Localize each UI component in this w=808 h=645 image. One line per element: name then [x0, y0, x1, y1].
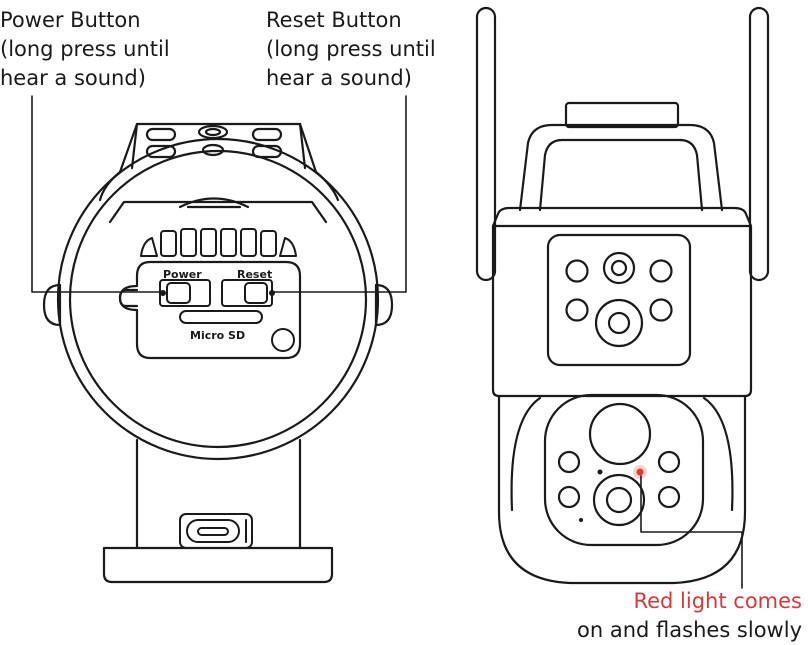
bracket-screw	[197, 124, 229, 140]
power-leader-line	[31, 95, 164, 293]
upper-light-sensor	[602, 251, 636, 285]
red-light-callout: Red light comes on and flashes slowly	[577, 587, 802, 645]
lower-lens-module	[543, 393, 705, 547]
power-callout-line: hear a sound)	[0, 66, 146, 90]
antenna-left	[475, 6, 497, 282]
light-callout-line: Red light comes	[633, 589, 802, 613]
side-knob-left	[42, 283, 62, 327]
reset-callout-line: hear a sound)	[266, 66, 412, 90]
lower-dome-housing	[497, 394, 747, 585]
top-bracket	[118, 122, 318, 174]
vent-housing	[108, 200, 328, 224]
micro-sd-slot	[179, 310, 263, 324]
lower-dome-shade	[510, 396, 734, 512]
side-knob-right	[374, 283, 394, 327]
lower-main-lens-inner	[605, 486, 633, 514]
usb-port-housing	[179, 513, 253, 549]
power-button-dot	[160, 290, 166, 296]
lower-ir-led	[557, 485, 581, 509]
top-handle-cap	[564, 101, 680, 129]
stand-post	[135, 438, 302, 550]
light-callout-line: on and flashes slowly	[577, 618, 802, 642]
reset-button-callout: Reset Button (long press until hear a so…	[266, 6, 436, 93]
pinhole	[579, 518, 583, 522]
upper-main-lens-inner	[607, 311, 631, 335]
reset-panel-label: Reset	[237, 268, 272, 281]
camera-back-view: Power Reset Micro SD	[31, 95, 407, 584]
panel-side-notch	[118, 288, 139, 308]
upper-ir-led	[649, 259, 673, 283]
vent-cap	[178, 197, 250, 209]
lower-upper-lens	[588, 402, 652, 466]
bracket-slot	[145, 144, 177, 159]
lower-ir-led	[657, 485, 681, 509]
power-button-group: Power	[159, 268, 211, 307]
micro-sd-label: Micro SD	[190, 329, 245, 342]
camera-front-view	[475, 6, 770, 589]
power-button-callout: Power Button (long press until hear a so…	[0, 6, 170, 93]
reset-leader-line	[271, 95, 407, 293]
upper-light-sensor-inner	[610, 259, 628, 277]
upper-lens-module	[546, 233, 692, 367]
camera-body-inner	[68, 149, 368, 449]
upper-ir-led	[565, 259, 589, 283]
reset-button-group: Reset	[221, 268, 275, 307]
vent-slots	[140, 228, 297, 257]
panel-screw	[271, 328, 295, 352]
top-bracket-inner-left	[130, 122, 139, 170]
upper-housing	[491, 206, 753, 398]
status-light	[636, 468, 644, 476]
lower-ir-led	[557, 450, 581, 474]
bracket-slot	[145, 127, 177, 142]
power-callout-line: Power Button	[0, 8, 141, 32]
upper-ir-led	[565, 298, 589, 322]
microphone-hole	[597, 469, 603, 475]
power-callout-line: (long press until	[0, 37, 170, 61]
top-handle-inner	[538, 138, 704, 212]
reset-callout-line: Reset Button	[266, 8, 402, 32]
lower-ir-led	[657, 450, 681, 474]
lower-main-lens	[592, 473, 646, 527]
stand-base	[102, 546, 334, 584]
reset-button-dot	[269, 290, 275, 296]
usb-port-inner	[186, 519, 240, 543]
power-button	[166, 282, 191, 304]
power-panel-label: Power	[163, 268, 202, 281]
top-bracket-inner-right	[298, 122, 307, 170]
reset-callout-line: (long press until	[266, 37, 436, 61]
reset-button	[244, 282, 268, 304]
antenna-right	[748, 6, 770, 282]
top-handle-outer	[518, 123, 724, 212]
control-panel	[118, 260, 302, 360]
bracket-screw-inner	[204, 127, 222, 137]
camera-body-outer	[56, 137, 380, 461]
usb-c-port	[197, 527, 229, 536]
light-leader-line	[640, 475, 743, 589]
upper-ir-led	[649, 298, 673, 322]
upper-main-lens	[594, 298, 644, 348]
bracket-slot	[251, 127, 283, 142]
